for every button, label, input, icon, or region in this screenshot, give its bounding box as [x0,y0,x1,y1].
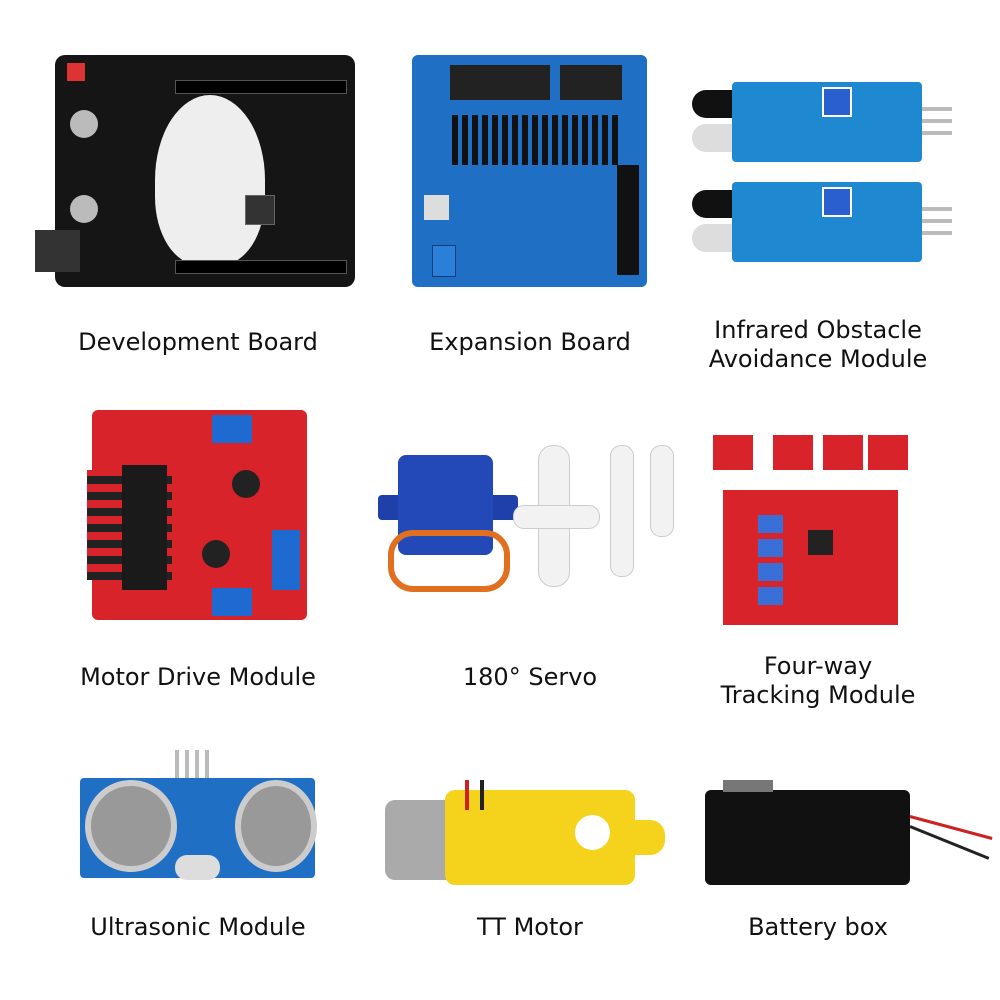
expansion-board-image [412,55,647,287]
caption-line: Four-way [763,652,873,680]
infrared-module-image [692,82,952,262]
caption-line: Infrared Obstacle [714,316,922,344]
caption-servo: 180° Servo [462,663,598,691]
servo-image [378,440,678,610]
caption-line: Avoidance Module [708,345,928,373]
caption-ultrasonic-module: Ultrasonic Module [90,913,306,941]
caption-tracking-module: Four-way Tracking Module [660,652,976,710]
development-board-image [35,55,355,287]
caption-expansion-board: Expansion Board [429,328,631,356]
caption-development-board: Development Board [78,328,318,356]
tt-motor-image [385,780,670,890]
caption-battery-box: Battery box [748,913,888,941]
caption-motor-drive-module: Motor Drive Module [80,663,316,691]
tracking-module-image [708,405,998,630]
motor-drive-module-image [87,410,307,620]
caption-tt-motor: TT Motor [477,913,583,941]
battery-box-image [705,775,1000,895]
caption-infrared-module: Infrared Obstacle Avoidance Module [660,316,976,374]
caption-line: Tracking Module [720,681,916,709]
ultrasonic-module-image [80,750,317,890]
